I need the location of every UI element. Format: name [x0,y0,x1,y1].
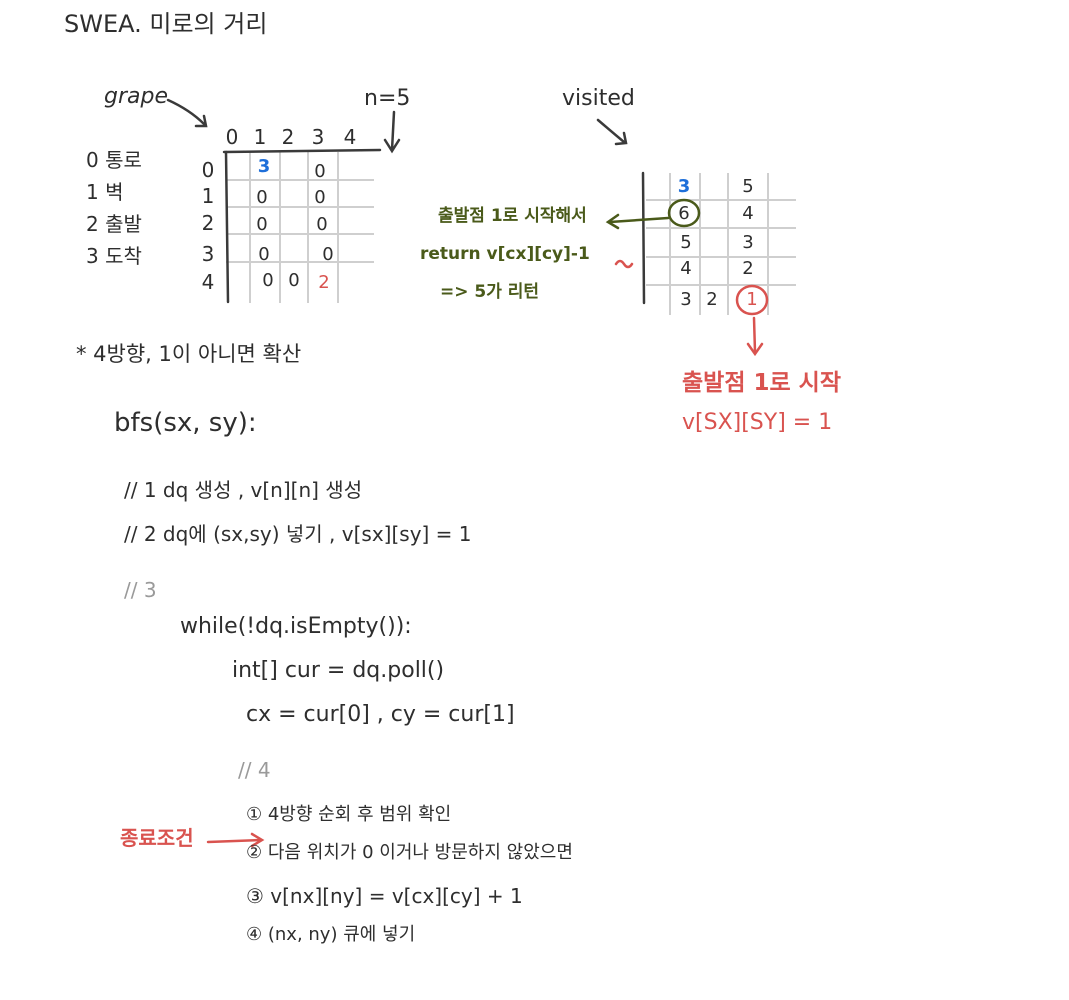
visited-cell: 3 [680,289,692,310]
red-note-line1: 출발점 1로 시작 [682,370,841,396]
page-title: SWEA. 미로의 거리 [64,10,268,38]
row-header: 0 [201,158,215,182]
code-poll: int[] cur = dq.poll() [232,658,445,683]
graph-cell: 0 [314,161,326,182]
bfs-signature: bfs(sx, sy): [114,408,257,438]
graph-cell: 3 [257,156,271,177]
col-header: 3 [311,125,325,149]
code-step2: // 2 dq에 (sx,sy) 넣기 , v[sx][sy] = 1 [124,522,472,546]
code-item4: ④ (nx, ny) 큐에 넣기 [246,924,416,945]
visited-label: visited [562,86,635,111]
legend-item: 2 출발 [86,212,142,236]
graph-cell: 0 [322,244,334,265]
code-step3: // 3 [124,578,157,602]
row-header: 2 [201,211,215,235]
graph-cell: 0 [314,187,326,208]
code-item2: ② 다음 위치가 0 이거나 방문하지 않았으면 [246,842,573,863]
n-label: n=5 [364,86,411,111]
visited-cell: 5 [742,176,754,197]
graph-cell: 2 [318,272,330,293]
bfs-note: * 4방향, 1이 아니면 확산 [76,342,302,366]
green-note-line1: 출발점 1로 시작해서 [438,206,587,226]
row-header: 1 [201,184,215,208]
code-item1: ① 4방향 순회 후 범위 확인 [246,804,452,825]
visited-cell: 3 [677,176,691,197]
green-note-line2: return v[cx][cy]-1 [420,244,590,264]
col-header: 1 [253,125,267,149]
graph-cell: 0 [316,214,328,235]
col-header: 4 [343,125,357,149]
graph-cell: 0 [256,214,268,235]
graph-cell: 0 [262,270,274,291]
visited-cell: 2 [742,258,754,279]
code-item3: ③ v[nx][ny] = v[cx][cy] + 1 [246,884,523,908]
graph-cell: 0 [258,244,270,265]
end-condition-label: 종료조건 [120,826,194,850]
code-step1: // 1 dq 생성 , v[n][n] 생성 [124,478,363,502]
code-while: while(!dq.isEmpty()): [180,614,412,639]
visited-cell: 3 [742,232,754,253]
visited-cell: 5 [680,232,692,253]
row-header: 4 [201,270,215,294]
col-header: 2 [281,125,295,149]
graph-label: grape [104,84,168,109]
code-cx: cx = cur[0] , cy = cur[1] [246,702,515,727]
visited-cell: 1 [746,289,758,310]
green-note-line3: => 5가 리턴 [440,282,540,302]
red-note-line2: v[SX][SY] = 1 [682,410,833,435]
visited-cell: 2 [706,289,718,310]
legend-item: 0 통로 [86,148,142,172]
code-step4: // 4 [238,758,271,782]
col-header: 0 [225,125,239,149]
legend-item: 3 도착 [86,244,142,268]
visited-cell: 4 [742,203,754,224]
row-header: 3 [201,242,215,266]
graph-cell: 0 [288,270,300,291]
legend-item: 1 벽 [86,180,124,204]
visited-cell: 6 [678,203,690,224]
visited-cell: 4 [680,258,692,279]
graph-cell: 0 [256,187,268,208]
